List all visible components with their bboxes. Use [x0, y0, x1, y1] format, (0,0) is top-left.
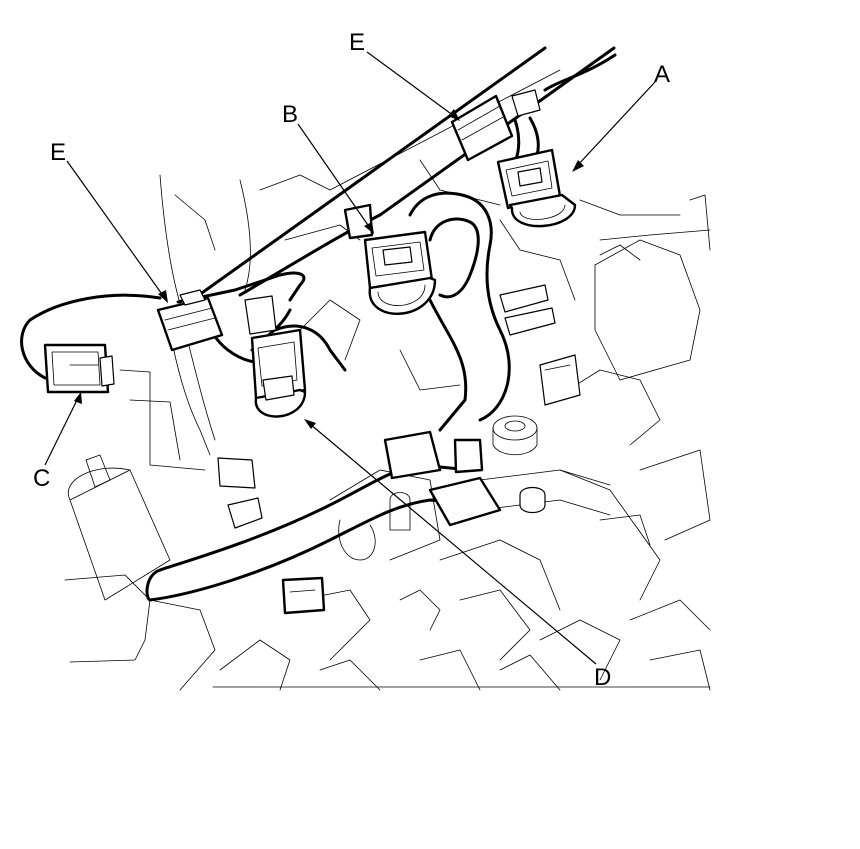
connector-d — [244, 295, 307, 418]
callout-label-e-top: E — [349, 29, 365, 56]
callout-label-c: C — [33, 465, 50, 492]
callout-label-b: B — [282, 101, 298, 128]
clip-e-top — [450, 89, 541, 162]
connector-c — [43, 343, 115, 394]
clip-e-left — [156, 289, 224, 352]
connector-b — [343, 203, 437, 315]
engine-background-lines — [64, 159, 711, 691]
callout-label-e-left: E — [50, 139, 66, 166]
lower-hose — [145, 430, 611, 602]
callout-label-d: D — [594, 664, 611, 691]
callout-label-a: A — [654, 61, 670, 88]
leader-lines — [44, 51, 656, 665]
connector-a — [496, 116, 577, 228]
